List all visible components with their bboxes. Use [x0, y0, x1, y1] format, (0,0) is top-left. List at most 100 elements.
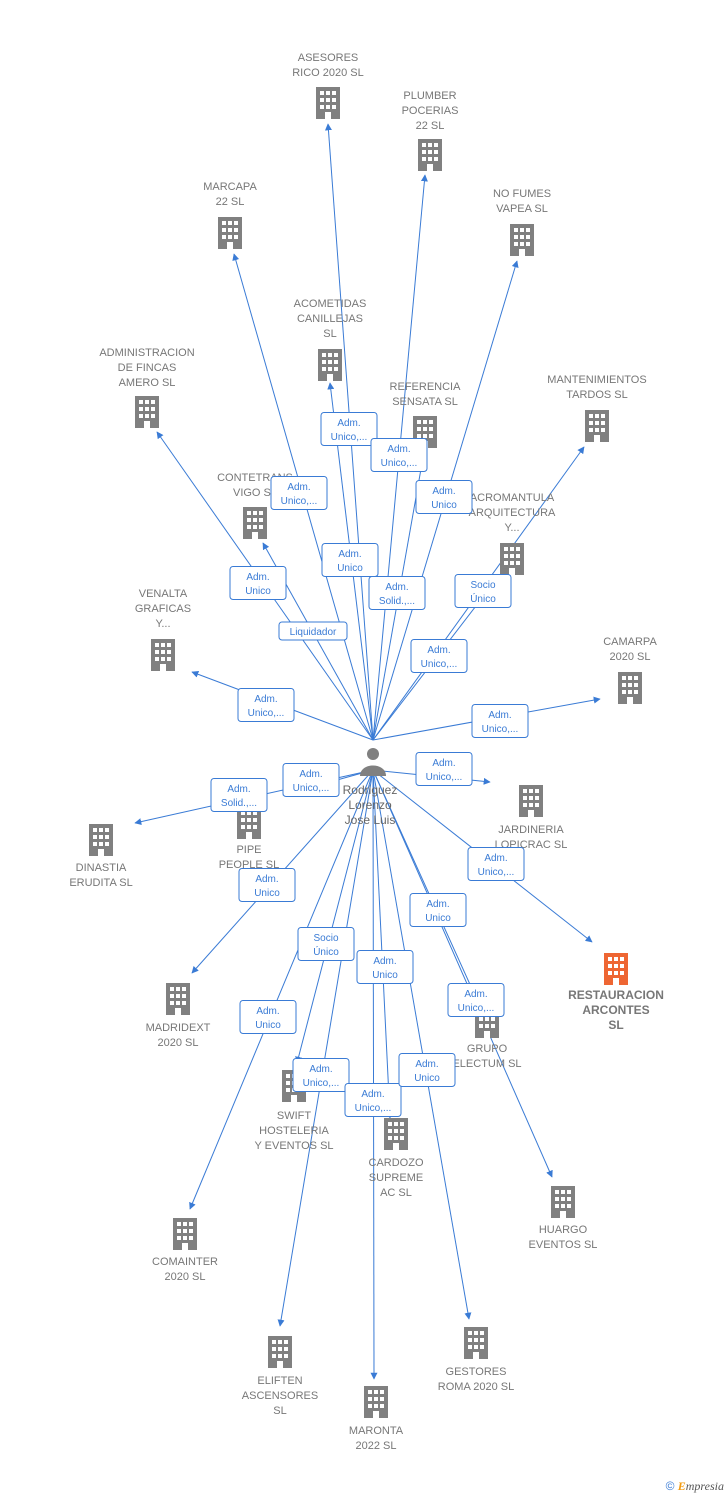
edge-role-label[interactable]: Adm.Unico [238, 868, 296, 902]
person-icon [360, 748, 386, 776]
edge-role-text: Adm. [361, 1089, 384, 1100]
edge-role-label[interactable]: Adm.Unico,... [292, 1058, 350, 1092]
company-label-line: CAMARPA [603, 636, 657, 648]
company-label-line: COMAINTER [152, 1256, 218, 1268]
edge-role-label[interactable]: Adm.Unico [415, 480, 473, 514]
company-label-line: 22 SL [416, 120, 445, 132]
edge-role-label[interactable]: Adm.Unico,... [282, 763, 340, 797]
person-name-line: Lorenzo [348, 798, 392, 812]
edge-role-label[interactable]: Liquidador [278, 621, 348, 641]
edge-role-text: Adm. [426, 899, 449, 910]
company-label-line: VIGO SL [233, 487, 277, 499]
company-label-line: MARONTA [349, 1425, 404, 1437]
edge-role-label[interactable]: Adm.Unico [356, 950, 414, 984]
edge-role-label[interactable]: Adm.Unico,... [471, 704, 529, 738]
company-node-maronta[interactable]: MARONTA 2022 SL [349, 1386, 404, 1452]
edge-role-text: Adm. [338, 549, 361, 560]
edge-role-label[interactable]: Adm.Unico,... [320, 412, 378, 446]
footer[interactable]: © Empresia [666, 1479, 724, 1494]
edge-role-label[interactable]: Adm.Unico [239, 1000, 297, 1034]
edge-role-text: Adm. [254, 694, 277, 705]
edge-role-text: Unico,... [458, 1003, 495, 1014]
building-icon [464, 1327, 488, 1359]
company-label-line: DINASTIA [76, 862, 127, 874]
edge-role-label[interactable]: Adm.Solid.,... [210, 778, 268, 812]
edge-role-label[interactable]: Adm. Unico,... [344, 1083, 402, 1117]
company-label-line: ERUDITA SL [69, 877, 132, 889]
edge-role-label[interactable]: Adm.Unico,... [447, 983, 505, 1017]
company-label-line: SL [323, 328, 336, 340]
edge-role-label[interactable]: Adm.Unico,... [415, 752, 473, 786]
building-icon [173, 1218, 197, 1250]
edge-role-text: Unico,... [293, 783, 330, 794]
edge-role-label[interactable]: Adm.Unico [398, 1053, 456, 1087]
edge-role-label[interactable]: Adm.Unico [409, 893, 467, 927]
company-label-line: SENSATA SL [392, 396, 458, 408]
company-label-line: POCERIAS [402, 105, 459, 117]
edge-role-label[interactable]: Adm.Unico [321, 543, 379, 577]
edge-role-label[interactable]: Adm.Unico [229, 566, 287, 600]
edge-role-text: Unico,... [381, 458, 418, 469]
edge-role-text: Adm. [387, 444, 410, 455]
company-label-line: 2022 SL [356, 1440, 397, 1452]
company-node-acromantula[interactable]: ACROMANTULAARQUITECTURAY... [469, 492, 556, 575]
company-label-line: 2020 SL [158, 1037, 199, 1049]
building-icon [418, 139, 442, 171]
company-label-line: ASESORES [298, 52, 359, 64]
company-label-line: PIPE [236, 844, 261, 856]
edge-role-label[interactable]: Adm. Unico,... [370, 438, 428, 472]
company-node-venalta[interactable]: VENALTAGRAFICASY... [135, 588, 191, 671]
building-icon [585, 410, 609, 442]
building-icon [243, 507, 267, 539]
company-label-line: MADRIDEXT [146, 1022, 211, 1034]
company-label-line: HUARGO [539, 1224, 588, 1236]
company-node-dinastia[interactable]: DINASTIA ERUDITA SL [69, 824, 133, 889]
edge-role-label[interactable]: Adm.Solid.,... [368, 576, 426, 610]
edge-role-text: Adm. [484, 853, 507, 864]
edge-role-label[interactable]: Adm.Unico,... [467, 847, 525, 881]
company-label-line: SL [608, 1018, 623, 1032]
company-label-line: SWIFT [277, 1110, 311, 1122]
company-label-line: SUPREME [369, 1172, 423, 1184]
edge-role-label[interactable]: Adm.Unico,... [270, 476, 328, 510]
building-icon [268, 1336, 292, 1368]
building-icon [551, 1186, 575, 1218]
edge-role-text: Adm. [309, 1064, 332, 1075]
company-label-line: GRUPO [467, 1043, 508, 1055]
company-label-line: Y... [155, 618, 170, 630]
company-label-line: 22 SL [216, 196, 245, 208]
edge-role-label[interactable]: Adm.Unico,... [237, 688, 295, 722]
edge-role-text: Adm. [227, 784, 250, 795]
company-label-line: ARQUITECTURA [469, 507, 556, 519]
company-node-madridext[interactable]: MADRIDEXT 2020 SL [146, 983, 211, 1049]
edge-role-text: Adm. [427, 645, 450, 656]
copyright-symbol: © [665, 1479, 675, 1493]
company-node-referencia[interactable]: REFERENCIA SENSATA SL [390, 381, 462, 448]
edge-role-text: Unico,... [355, 1103, 392, 1114]
edge-role-label[interactable]: Adm.Unico,... [410, 639, 468, 673]
company-label-line: REFERENCIA [390, 381, 462, 393]
brand-logo: Empresia [677, 1479, 724, 1493]
company-label-line: GESTORES [446, 1366, 507, 1378]
